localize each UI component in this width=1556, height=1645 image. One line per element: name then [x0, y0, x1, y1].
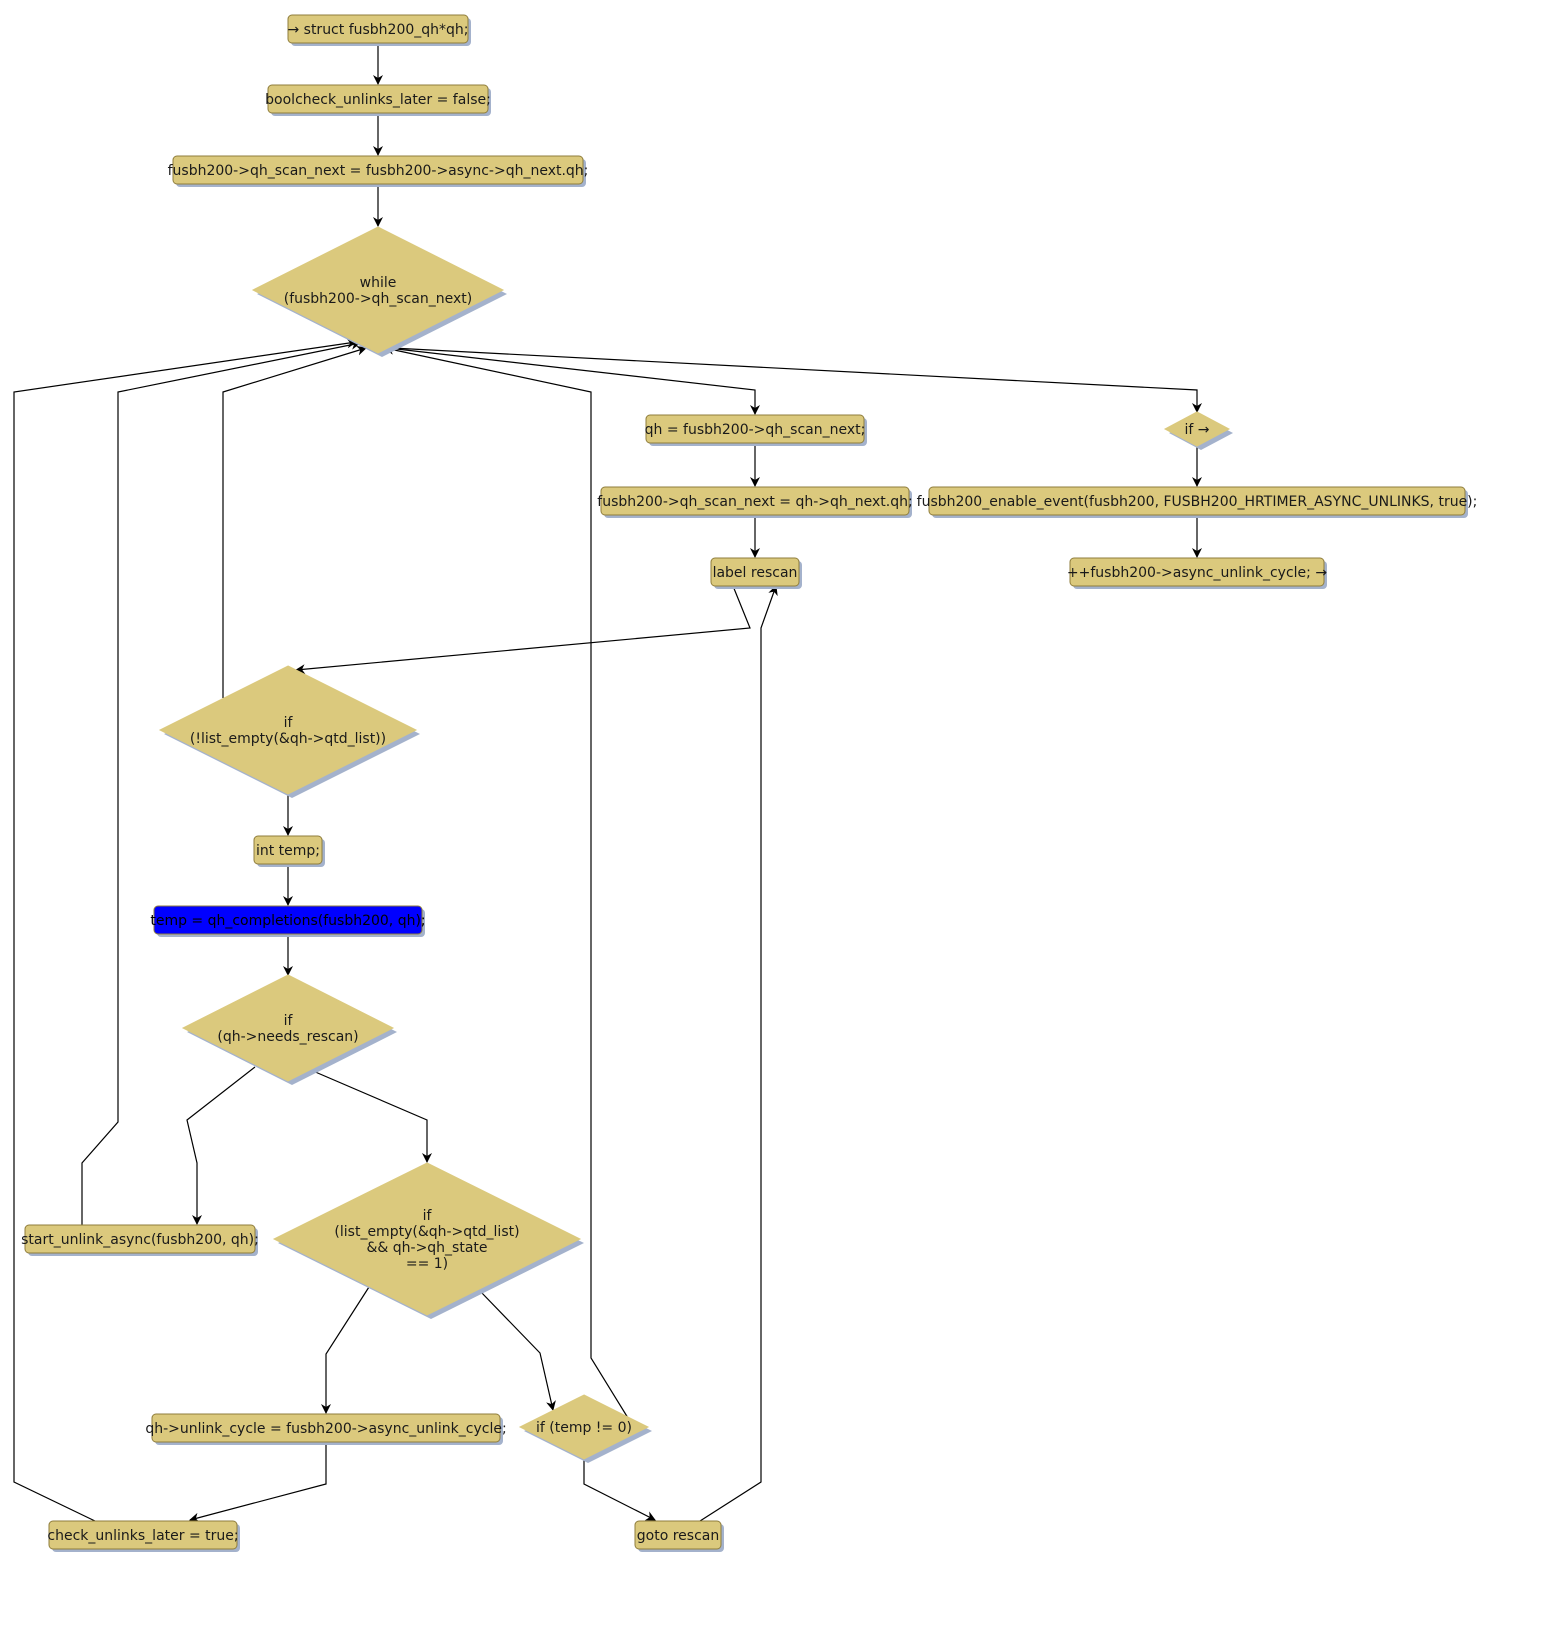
edge-n4-n8 [391, 347, 1202, 413]
box-shape [600, 486, 910, 516]
node-label: temp = qh_completions(fusbh200, qh); [150, 913, 425, 929]
node-label: fusbh200_enable_event(fusbh200, FUSBH200… [917, 494, 1478, 510]
node-label: && qh->qh_state [366, 1240, 487, 1256]
edge-n17-n19 [189, 1442, 327, 1523]
nodes-layer: → struct fusbh200_qh*qh; boolcheck_unlink… [21, 14, 1478, 1552]
diamond-shape [272, 1162, 582, 1316]
edge-n16-n17 [321, 1286, 370, 1414]
box-shape [172, 155, 584, 185]
box-shape [928, 486, 1466, 516]
box-shape [710, 557, 800, 587]
node-label: (!list_empty(&qh->qtd_list)) [190, 731, 386, 747]
node-label: → struct fusbh200_qh*qh; [287, 22, 468, 38]
process-node-n20[interactable]: goto rescan [634, 1520, 724, 1552]
process-node-n6[interactable]: fusbh200->qh_scan_next = qh->qh_next.qh; [597, 486, 913, 518]
node-label: == 1) [406, 1256, 448, 1272]
node-label: (qh->needs_rescan) [217, 1029, 358, 1045]
decision-node-n11[interactable]: if(!list_empty(&qh->qtd_list)) [158, 665, 420, 798]
node-label: start_unlink_async(fusbh200, qh); [21, 1232, 259, 1248]
node-label: boolcheck_unlinks_later = false; [265, 92, 491, 108]
node-label: int temp; [256, 843, 320, 859]
decision-node-n14[interactable]: if(qh->needs_rescan) [181, 974, 397, 1085]
edge-n19-n4 [13, 338, 357, 1522]
edge-n18-n20 [583, 1460, 656, 1521]
edges-layer [13, 43, 1202, 1523]
box-shape [645, 414, 865, 444]
node-label: if [284, 715, 294, 731]
box-shape [153, 905, 423, 935]
node-label: check_unlinks_later = true; [47, 1528, 238, 1544]
decision-node-n16[interactable]: if(list_empty(&qh->qtd_list)&& qh->qh_st… [272, 1162, 584, 1319]
box-shape [48, 1520, 238, 1550]
node-label: while [360, 275, 397, 291]
node-label: fusbh200->qh_scan_next = qh->qh_next.qh; [597, 494, 912, 510]
edge-n14-n16 [312, 1070, 432, 1163]
process-node-n5[interactable]: qh = fusbh200->qh_scan_next; [645, 414, 867, 446]
edge-n4-n5 [387, 347, 760, 415]
node-label: goto rescan [637, 1528, 719, 1544]
node-label: (fusbh200->qh_scan_next) [284, 291, 473, 307]
decision-node-n8[interactable]: if → [1163, 411, 1233, 450]
process-node-n9[interactable]: fusbh200_enable_event(fusbh200, FUSBH200… [917, 486, 1478, 518]
diamond-shape [518, 1394, 650, 1460]
edge-n16-n18 [479, 1290, 556, 1411]
edge-n18-n4 [384, 344, 629, 1419]
node-label: (list_empty(&qh->qtd_list) [334, 1224, 519, 1240]
node-label: if → [1185, 422, 1210, 438]
node-label: ++fusbh200->async_unlink_cycle; → [1067, 565, 1327, 581]
node-label: if [423, 1208, 433, 1224]
process-node-n12[interactable]: int temp; [253, 835, 325, 867]
diamond-shape [1163, 411, 1231, 447]
node-label: qh = fusbh200->qh_scan_next; [645, 422, 866, 438]
process-node-n2[interactable]: boolcheck_unlinks_later = false; [265, 84, 491, 116]
process-node-n3[interactable]: fusbh200->qh_scan_next = fusbh200->async… [168, 155, 589, 187]
diamond-shape [158, 665, 418, 795]
node-label: label rescan [713, 565, 798, 581]
edge-n20-n7 [699, 585, 778, 1522]
edge-n15-n4 [81, 339, 361, 1225]
edge-n7-n11 [295, 585, 751, 675]
diamond-shape [251, 226, 505, 354]
node-label: if [284, 1013, 294, 1029]
node-label: if (temp != 0) [536, 1420, 632, 1436]
node-label: fusbh200->qh_scan_next = fusbh200->async… [168, 163, 589, 179]
box-shape [267, 84, 489, 114]
process-node-n15[interactable]: start_unlink_async(fusbh200, qh); [21, 1224, 259, 1256]
box-shape [1069, 557, 1325, 587]
box-shape [253, 835, 323, 865]
box-shape [151, 1413, 501, 1443]
decision-node-n18[interactable]: if (temp != 0) [518, 1394, 652, 1463]
decision-node-n4[interactable]: while(fusbh200->qh_scan_next) [251, 226, 507, 357]
process-node-n7[interactable]: label rescan [710, 557, 802, 589]
edge-n11-n4 [222, 345, 367, 698]
edge-n14-n15 [186, 1066, 256, 1225]
box-shape [24, 1224, 256, 1254]
node-label: qh->unlink_cycle = fusbh200->async_unlin… [145, 1421, 506, 1437]
box-shape [287, 14, 469, 44]
process-node-n10[interactable]: ++fusbh200->async_unlink_cycle; → [1067, 557, 1327, 589]
process-node-n19[interactable]: check_unlinks_later = true; [47, 1520, 240, 1552]
process-node-n1[interactable]: → struct fusbh200_qh*qh; [287, 14, 471, 46]
process-node-n17[interactable]: qh->unlink_cycle = fusbh200->async_unlin… [145, 1413, 507, 1445]
process-node-n13[interactable]: temp = qh_completions(fusbh200, qh); [150, 905, 426, 937]
diamond-shape [181, 974, 395, 1082]
box-shape [634, 1520, 722, 1550]
